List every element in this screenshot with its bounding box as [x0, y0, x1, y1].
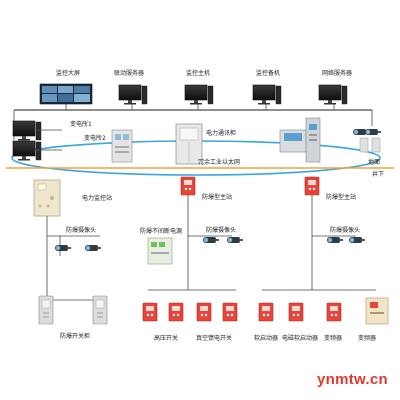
label-soft-starter: 软启动器	[254, 335, 279, 342]
label-underground: 井下	[372, 171, 385, 178]
label-camera-3: 防爆摄像头	[330, 227, 361, 234]
monitor-wall-icon	[39, 83, 93, 105]
watermark: ynmtw.cn	[316, 371, 388, 388]
hv-switch-1-icon	[142, 302, 158, 322]
label-ground: 地面	[368, 159, 381, 166]
label-sub2: 变电所2	[84, 135, 106, 142]
ground-camera-2-icon	[364, 128, 382, 136]
switch-cabinet-1-icon	[38, 295, 54, 325]
label-camera-2: 防爆摄像头	[206, 227, 237, 234]
camera-left-b-icon	[84, 244, 102, 252]
label-sub1: 变电所1	[70, 121, 92, 128]
camera-right-b-icon	[348, 236, 366, 244]
label-ups: 防爆不间断电源	[140, 228, 183, 235]
label-explosion-main-2: 防爆型主站	[326, 194, 357, 201]
label-inverter-1: 变频器	[324, 335, 343, 342]
inverter-2-icon	[365, 297, 389, 325]
vacuum-feeder-1-icon	[196, 302, 212, 322]
label-monitor-host: 监控主机	[186, 70, 211, 77]
sub1-monitor-icon	[12, 120, 42, 141]
label-switch-cabinet: 防爆开关柜	[60, 333, 91, 340]
label-net-server: 网络服务器	[322, 70, 353, 77]
explosion-station-1-icon	[180, 176, 196, 196]
label-em-soft-starter: 电磁软启动器	[282, 335, 319, 342]
camera-left-a-icon	[54, 244, 72, 252]
substation-cabinet-icon	[111, 129, 133, 163]
label-linkage-server: 联动服务器	[114, 70, 145, 77]
vacuum-feeder-2-icon	[222, 302, 238, 322]
label-vacuum-feeder: 真空馈电开关	[196, 335, 233, 342]
em-soft-starter-icon	[288, 302, 304, 322]
label-camera-1: 防爆摄像头	[66, 227, 97, 234]
label-power-monitor: 电力监控站	[82, 195, 113, 202]
soft-starter-icon	[258, 302, 274, 322]
monitor-host-icon	[184, 84, 214, 105]
label-monitor-wall: 监控大屏	[56, 70, 81, 77]
comm-cabinet-icon	[175, 123, 203, 165]
control-console-icon	[279, 117, 321, 163]
explosion-station-2-icon	[304, 176, 320, 196]
switch-cabinet-2-icon	[92, 295, 108, 325]
camera-mid-b-icon	[226, 236, 244, 244]
inverter-1-icon	[326, 302, 342, 322]
label-explosion-main-1: 防爆型主站	[202, 194, 233, 201]
label-comm-cabinet: 电力通讯柜	[206, 130, 237, 137]
label-ethernet: 冗余工业以太网	[198, 159, 241, 166]
label-hv-switch: 高压开关	[154, 335, 179, 342]
camera-right-a-icon	[326, 236, 344, 244]
sub2-monitor-icon	[12, 140, 42, 161]
ups-icon	[147, 237, 173, 265]
label-inverter-2: 变频器	[358, 335, 377, 342]
monitor-backup-icon	[252, 84, 282, 105]
camera-mid-a-icon	[202, 236, 220, 244]
linkage-server-icon	[118, 84, 148, 105]
net-server-icon	[318, 84, 348, 105]
hv-switch-2-icon	[168, 302, 184, 322]
power-monitor-station-icon	[33, 179, 61, 217]
label-monitor-backup: 监控备机	[256, 70, 281, 77]
